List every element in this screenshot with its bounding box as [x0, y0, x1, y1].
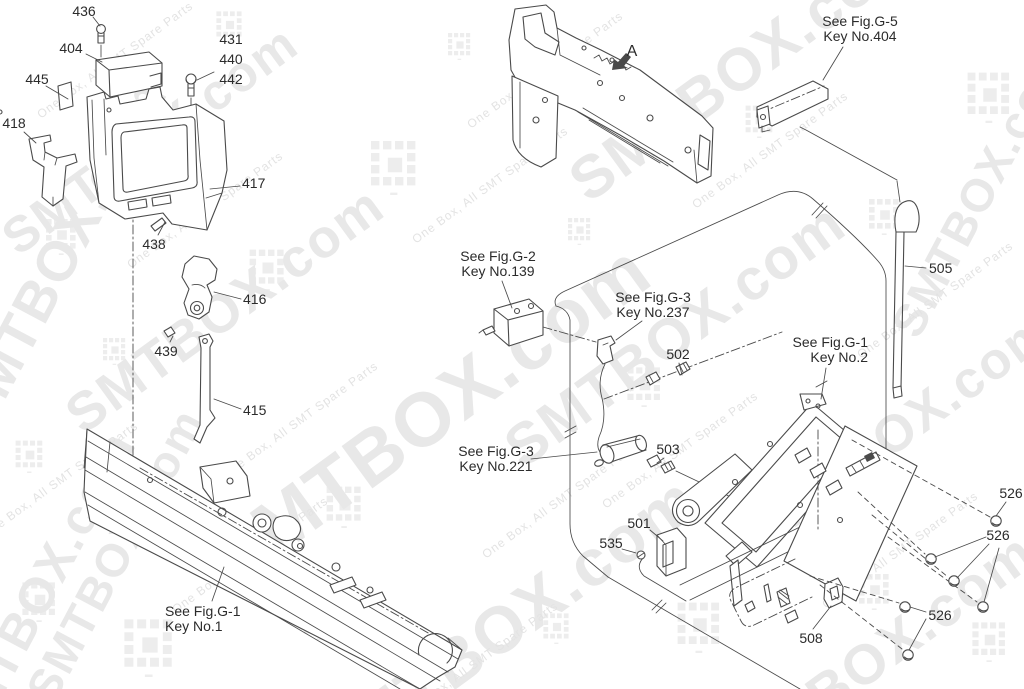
assembly-boundary-line: [554, 190, 887, 689]
callout-line: See Fig.G-5: [822, 13, 898, 29]
part-415-arm-drawing: [193, 333, 216, 444]
fig-g2-connector-drawing: [478, 298, 597, 347]
part-501-bracket-drawing: [656, 527, 687, 577]
callout-404: 404: [59, 41, 82, 56]
callout-508: 508: [799, 631, 822, 646]
callout-line: 526: [928, 607, 952, 623]
callout-line: 535: [599, 535, 623, 551]
callout-line: Key No.404: [823, 28, 897, 44]
callout-526-bottom: 526: [928, 608, 951, 623]
part-416-lever-drawing: [181, 255, 218, 320]
callout-line: 431: [219, 31, 243, 47]
fig-g3-bracket-drawing: [596, 331, 783, 457]
callout-line: See Fig.G-1: [792, 334, 868, 350]
callout-line: Key No.237: [616, 304, 690, 320]
spring-drawing: [776, 587, 799, 624]
callout-line: Key No.221: [459, 458, 533, 474]
callout-431-440-442: 431 440 442: [219, 29, 242, 89]
callout-line: 404: [59, 40, 83, 56]
callout-line: 436: [72, 3, 96, 19]
callout-526-top: 526: [999, 486, 1022, 501]
part-526-screws-drawing: [899, 515, 1002, 661]
part-418-bracket-drawing: [28, 134, 78, 207]
callout-line: Key No.1: [165, 618, 223, 634]
callout-line: See Fig.G-3: [615, 289, 691, 305]
callout-418: 418: [2, 116, 25, 131]
fig-g3-cylinder-drawing: [594, 434, 647, 467]
part-535-screw-drawing: [636, 550, 646, 560]
callout-436: 436: [72, 4, 95, 19]
screw-axes-dashed: [809, 439, 991, 650]
leader-lines: [23, 16, 1007, 651]
callout-line: 415: [243, 402, 267, 418]
callout-line: 440: [219, 51, 243, 67]
callout-line: Key No.139: [461, 263, 535, 279]
callout-line: 526: [986, 527, 1010, 543]
callout-line: A: [626, 43, 638, 60]
part-445-plate-drawing: [57, 81, 74, 111]
part-508-clip-drawing: [823, 577, 844, 609]
callout-line: 445: [25, 71, 49, 87]
callout-line: 418: [2, 115, 26, 131]
callout-line: Key No.2: [810, 349, 868, 365]
part-505-strap-drawing: [892, 180, 920, 399]
callout-view-a: A: [626, 43, 638, 60]
callout-line: 417: [242, 175, 266, 191]
base-rail-drawing: [83, 428, 463, 689]
callout-502: 502: [666, 347, 689, 362]
view-a-arrow-icon: [612, 53, 631, 70]
callout-line: 503: [656, 441, 680, 457]
callout-445: 445: [25, 72, 48, 87]
callout-505: 505: [929, 261, 952, 276]
callout-line: 438: [142, 236, 166, 252]
callout-439: 439: [154, 344, 177, 359]
callout-line: 501: [627, 515, 651, 531]
callout-line: See Fig.G-3: [458, 443, 534, 459]
feeder-unit-drawing: [508, 4, 714, 184]
callout-503: 503: [656, 442, 679, 457]
link-arm-drawing: [671, 453, 753, 527]
part-404-bar-drawing: [95, 51, 163, 98]
callout-line: 526: [999, 485, 1023, 501]
callout-line: 416: [243, 291, 267, 307]
callout-line: See Fig.G-2: [460, 248, 536, 264]
fig-g5-bar-drawing: [756, 80, 898, 181]
callout-535: 535: [599, 536, 622, 551]
callout-line: 442: [219, 71, 243, 87]
part-502-clips-drawing: [645, 361, 691, 386]
part-417-frame-drawing: [0, 86, 228, 231]
side-panel-drawing: [783, 425, 918, 602]
callout-line: 502: [666, 346, 690, 362]
callout-line: 505: [929, 260, 953, 276]
callout-417: 417: [242, 176, 265, 191]
callout-line: 508: [799, 630, 823, 646]
callout-438: 438: [142, 237, 165, 252]
callout-501: 501: [627, 516, 650, 531]
part-438-pin-drawing: [150, 217, 167, 232]
callout-415: 415: [243, 403, 266, 418]
callout-line: 439: [154, 343, 178, 359]
callout-416: 416: [243, 292, 266, 307]
part-439-pin-drawing: [163, 326, 176, 338]
bottom-plate-dashed-drawing: [729, 558, 813, 627]
part-436-screw-drawing: [96, 24, 106, 58]
callout-526-mid: 526: [986, 528, 1009, 543]
callout-line: See Fig.G-1: [165, 603, 241, 619]
